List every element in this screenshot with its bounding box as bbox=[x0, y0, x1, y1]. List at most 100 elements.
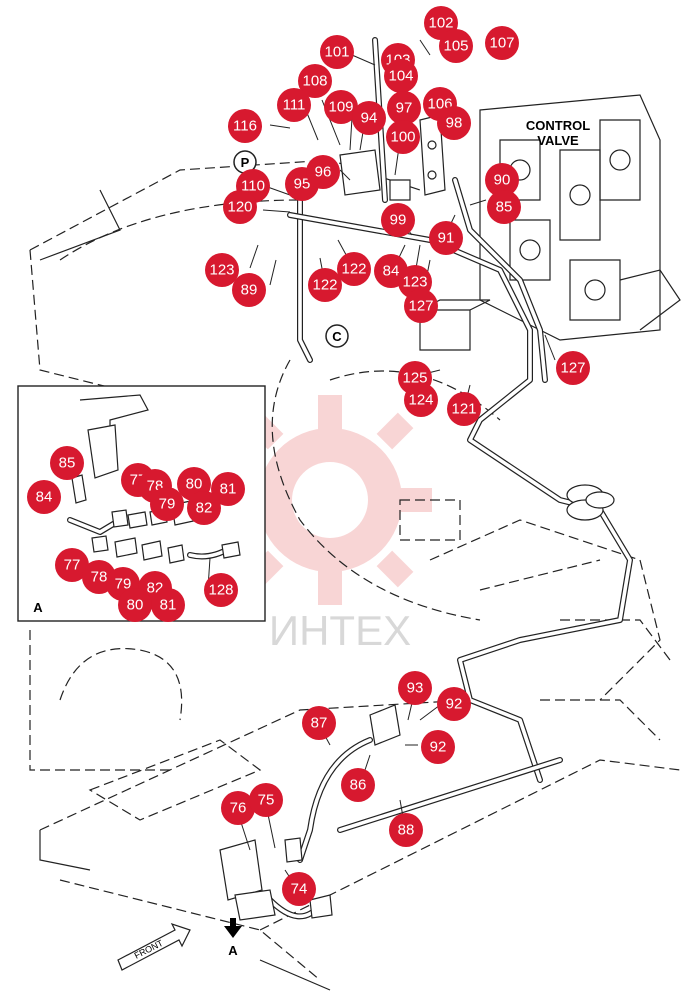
callout-circle bbox=[556, 351, 590, 385]
callout-81: 81 bbox=[211, 472, 245, 506]
callout-number: 120 bbox=[227, 199, 252, 216]
callout-number: 109 bbox=[328, 99, 353, 116]
callout-94: 94 bbox=[352, 101, 386, 135]
callout-74: 74 bbox=[282, 872, 316, 906]
callout-123: 123 bbox=[205, 253, 239, 287]
callout-99: 99 bbox=[381, 203, 415, 237]
callout-86: 86 bbox=[341, 768, 375, 802]
callout-93: 93 bbox=[398, 671, 432, 705]
callout-number: 85 bbox=[496, 199, 513, 216]
callout-number: 85 bbox=[59, 455, 76, 472]
callout-number: 110 bbox=[241, 178, 265, 195]
callout-87: 87 bbox=[302, 706, 336, 740]
control-valve bbox=[479, 94, 681, 341]
callout-128: 128 bbox=[204, 573, 238, 607]
callout-98: 98 bbox=[437, 106, 471, 140]
callout-number: 96 bbox=[315, 164, 332, 181]
callout-circle bbox=[429, 221, 463, 255]
callout-109: 109 bbox=[324, 90, 358, 124]
callout-number: 100 bbox=[390, 129, 415, 146]
callout-108: 108 bbox=[298, 64, 332, 98]
callout-124: 124 bbox=[404, 383, 438, 417]
callout-100: 100 bbox=[386, 120, 420, 154]
callout-number: 92 bbox=[430, 739, 447, 756]
callout-number: 127 bbox=[560, 360, 585, 377]
view-arrow-a: A bbox=[224, 918, 242, 958]
callout-number: 98 bbox=[446, 115, 463, 132]
callout-101: 101 bbox=[320, 35, 354, 69]
callout-104: 104 bbox=[384, 59, 418, 93]
callout-number: 121 bbox=[451, 401, 476, 418]
callout-circle bbox=[277, 88, 311, 122]
callout-number: 104 bbox=[388, 68, 413, 85]
callout-80: 80 bbox=[118, 588, 152, 622]
callout-number: 93 bbox=[407, 680, 424, 697]
callout-number: 102 bbox=[428, 15, 453, 32]
callout-number: 116 bbox=[233, 118, 257, 135]
callout-77: 77 bbox=[55, 548, 89, 582]
callout-circle bbox=[228, 109, 262, 143]
callout-number: 128 bbox=[208, 582, 233, 599]
callout-circle bbox=[381, 203, 415, 237]
front-arrow: FRONT bbox=[117, 922, 191, 971]
callout-84: 84 bbox=[27, 480, 61, 514]
callout-circle bbox=[50, 446, 84, 480]
callout-circle bbox=[341, 768, 375, 802]
callout-circle bbox=[437, 687, 471, 721]
callout-number: 101 bbox=[324, 44, 349, 61]
callout-circle bbox=[205, 253, 239, 287]
callout-75: 75 bbox=[249, 783, 283, 817]
callout-number: 86 bbox=[350, 777, 367, 794]
callout-107: 107 bbox=[485, 26, 519, 60]
callout-circle bbox=[204, 573, 238, 607]
callout-88: 88 bbox=[389, 813, 423, 847]
callout-number: 107 bbox=[489, 35, 514, 52]
control-valve-label-line2: VALVE bbox=[537, 133, 579, 148]
callout-number: 81 bbox=[220, 481, 237, 498]
callout-circle bbox=[150, 487, 184, 521]
callout-circle bbox=[320, 35, 354, 69]
callout-85: 85 bbox=[50, 446, 84, 480]
callout-number: 111 bbox=[283, 97, 306, 114]
callout-circle bbox=[421, 730, 455, 764]
callout-number: 82 bbox=[196, 500, 213, 517]
callout-number: 78 bbox=[91, 569, 108, 586]
callout-circle bbox=[211, 472, 245, 506]
callout-81: 81 bbox=[151, 588, 185, 622]
callout-circle bbox=[118, 588, 152, 622]
callout-90: 90 bbox=[485, 163, 519, 197]
callout-number: 80 bbox=[186, 476, 203, 493]
callout-number: 88 bbox=[398, 822, 415, 839]
callout-number: 92 bbox=[446, 696, 463, 713]
callout-number: 77 bbox=[64, 557, 81, 574]
callout-number: 79 bbox=[159, 496, 176, 513]
port-p-label: P bbox=[241, 155, 250, 170]
solenoid-block-upper bbox=[339, 114, 446, 201]
callout-91: 91 bbox=[429, 221, 463, 255]
callout-circle bbox=[487, 190, 521, 224]
callout-number: 81 bbox=[160, 597, 177, 614]
callout-96: 96 bbox=[306, 155, 340, 189]
callout-circle bbox=[352, 101, 386, 135]
callout-number: 94 bbox=[361, 110, 378, 127]
callout-89: 89 bbox=[232, 273, 266, 307]
callout-circle bbox=[221, 791, 255, 825]
callout-number: 90 bbox=[494, 172, 511, 189]
callout-circle bbox=[404, 383, 438, 417]
callout-number: 123 bbox=[402, 274, 427, 291]
callout-circle bbox=[389, 813, 423, 847]
callout-79: 79 bbox=[150, 487, 184, 521]
callout-number: 80 bbox=[127, 597, 144, 614]
callout-circle bbox=[324, 90, 358, 124]
control-valve-label-line1: CONTROL bbox=[526, 118, 590, 133]
callout-number: 124 bbox=[408, 392, 433, 409]
callout-97: 97 bbox=[387, 91, 421, 125]
port-c-marker: C bbox=[325, 324, 349, 348]
callout-circle bbox=[151, 588, 185, 622]
callout-number: 108 bbox=[302, 73, 327, 90]
callout-92: 92 bbox=[421, 730, 455, 764]
view-arrow-a-label: A bbox=[228, 943, 238, 958]
callout-circle bbox=[384, 59, 418, 93]
callout-circle bbox=[298, 64, 332, 98]
